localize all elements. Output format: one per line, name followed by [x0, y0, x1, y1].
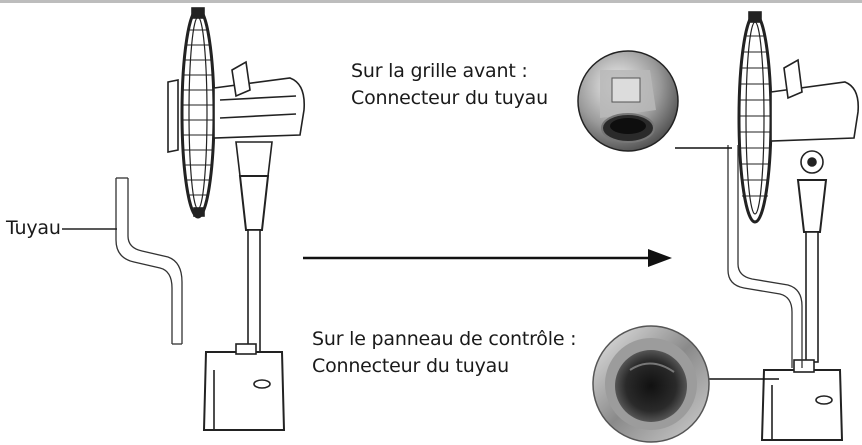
hose-icon	[115, 177, 183, 345]
control-panel-label-line1: Sur le panneau de contrôle :	[312, 328, 577, 350]
standing-fan-icon	[727, 11, 860, 441]
control-panel-label: Sur le panneau de contrôle : Connecteur …	[312, 326, 577, 380]
front-grille-label-line1: Sur la grille avant :	[351, 60, 528, 82]
control-panel-label-line2: Connecteur du tuyau	[312, 355, 509, 377]
front-grille-label: Sur la grille avant : Connecteur du tuya…	[351, 58, 548, 112]
front-grille-label-line2: Connecteur du tuyau	[351, 87, 548, 109]
connector-closeup-icon	[577, 50, 732, 152]
standing-fan-icon	[167, 7, 306, 431]
hose-label: Tuyau	[6, 217, 61, 239]
top-rule	[0, 0, 862, 3]
connector-closeup-icon	[592, 325, 779, 443]
arrow-right-icon	[303, 249, 672, 267]
